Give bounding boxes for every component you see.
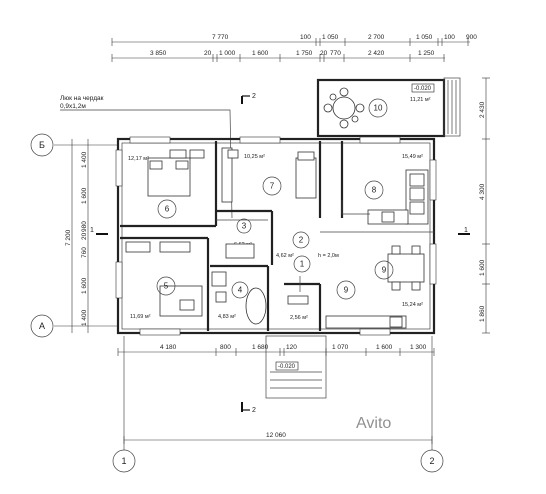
terrace-number: 10 xyxy=(374,104,383,113)
left-dim-3: 980 xyxy=(81,221,88,232)
bottom-dim-1: 4 180 xyxy=(160,344,177,351)
hatch-note-line1: Люк на чердак xyxy=(60,95,104,102)
height-label: h = 2,0м xyxy=(318,253,339,259)
room-marker-10 xyxy=(368,98,388,118)
axis-a-label: А xyxy=(39,321,45,331)
left-dim-1: 1 400 xyxy=(81,151,88,168)
top2-dim-3: 1 000 xyxy=(219,50,236,57)
top2-dim-8: 2 420 xyxy=(368,50,385,57)
top2-dim-7: 770 xyxy=(330,50,341,57)
room-9-area: 15,24 м² xyxy=(402,302,423,308)
room-9-marker: 9 xyxy=(344,286,349,295)
terrace-elevation: -0.020 xyxy=(414,86,432,92)
left-total: 7 200 xyxy=(65,229,72,246)
top2-dim-5: 1 750 xyxy=(296,50,313,57)
room-2-area: 4,62 м² xyxy=(276,253,294,259)
room-4: 4 4,83 м² xyxy=(211,271,267,325)
axis-2-label: 2 xyxy=(429,456,434,466)
section-mark-bottom-label: 2 xyxy=(252,407,256,414)
section-mark-bottom: 2 xyxy=(241,402,256,414)
axis-a-bubble xyxy=(30,314,54,338)
room-7-number: 7 xyxy=(270,182,275,191)
bottom-dim-6: 1 600 xyxy=(376,344,393,351)
axis-b-bubble xyxy=(30,133,54,157)
axis-1-bubble xyxy=(112,449,136,473)
top-dimension-lines: 7 770 100 1 050 2 700 1 050 100 900 3 85… xyxy=(111,34,477,62)
axis-b-label: Б xyxy=(39,140,45,150)
top2-dim-1: 3 850 xyxy=(150,50,167,57)
room-7: 7 10,25 м² xyxy=(221,147,317,203)
axis-2-bubble xyxy=(420,449,444,473)
right-dim-1: 2 430 xyxy=(479,101,486,118)
room-1: 1 2,56 м² xyxy=(287,255,311,321)
top-dim-7: 900 xyxy=(466,34,477,41)
room-6-number: 6 xyxy=(165,205,170,214)
room-8-number: 8 xyxy=(372,186,377,195)
porch-elevation: -0.020 xyxy=(278,364,296,370)
axis-1-label: 1 xyxy=(121,456,126,466)
total-width: 12 060 xyxy=(266,432,286,439)
left-dim-2: 1 600 xyxy=(81,187,88,204)
room-9-number: 9 xyxy=(382,266,387,275)
bottom-dim-3: 1 680 xyxy=(252,344,269,351)
porch: -0.020 xyxy=(265,335,327,399)
room-9: 9 9 15,24 м² xyxy=(325,245,425,329)
section-side-left: 1 xyxy=(90,227,94,234)
room-6-area: 12,17 м² xyxy=(128,156,149,162)
room-3: 3 6,62 м² xyxy=(216,218,268,259)
right-dim-2: 4 300 xyxy=(479,183,486,200)
top2-dim-2: 20 xyxy=(204,50,212,57)
left-dim-6: 1 600 xyxy=(81,277,88,294)
top-dim-1: 7 770 xyxy=(212,34,229,41)
bottom-dim-4: 120 xyxy=(286,344,297,351)
watermark: Avito xyxy=(356,415,391,432)
section-side-right: 1 xyxy=(464,227,468,234)
room-8: 8 15,49 м² xyxy=(341,154,429,225)
section-mark-top: 2 xyxy=(241,93,256,104)
right-dim-4: 1 860 xyxy=(479,305,486,322)
room-7-area: 10,25 м² xyxy=(244,154,265,160)
bottom-dim-2: 800 xyxy=(220,344,231,351)
room-3-number: 3 xyxy=(242,222,247,231)
left-dimension-lines: 1 400 1 600 980 20 760 1 600 1 400 7 200 xyxy=(65,139,89,333)
top-dim-2: 100 xyxy=(300,34,311,41)
room-8-area: 15,49 м² xyxy=(402,154,423,160)
right-dimension-lines: 2 430 4 300 1 600 1 860 xyxy=(479,77,490,334)
axis-bubbles: 1 2 Б А xyxy=(30,133,444,473)
right-dim-3: 1 600 xyxy=(479,259,486,276)
room-1-number: 1 xyxy=(300,260,305,269)
hatch-note-line2: 0,9х1,2м xyxy=(60,103,86,110)
terrace-area: 11,21 м² xyxy=(410,97,431,103)
room-1-area: 2,56 м² xyxy=(290,315,308,321)
section-side-marks: 1 1 xyxy=(90,227,470,235)
bottom-dim-7: 1 300 xyxy=(410,344,427,351)
top-dim-6: 100 xyxy=(444,34,455,41)
top2-dim-6: 20 xyxy=(320,50,328,57)
top2-dim-9: 1 250 xyxy=(418,50,435,57)
room-2: 2 4,62 м² h = 2,0м xyxy=(276,231,339,259)
room-5-area: 11,69 м² xyxy=(130,314,151,320)
windows xyxy=(115,136,437,336)
room-5-number: 5 xyxy=(164,282,169,291)
left-dim-7: 1 400 xyxy=(81,309,88,326)
terrace: 10 -0.020 11,21 м² xyxy=(316,77,461,138)
left-dim-4: 20 xyxy=(81,232,88,240)
top-dim-5: 1 050 xyxy=(416,34,433,41)
section-mark-top-label: 2 xyxy=(252,93,256,100)
top-dim-4: 2 700 xyxy=(368,34,385,41)
room-4-area: 4,83 м² xyxy=(218,314,236,320)
room-2-number: 2 xyxy=(299,236,304,245)
left-dim-5: 760 xyxy=(81,247,88,258)
top2-dim-4: 1 600 xyxy=(252,50,269,57)
room-6: 6 12,17 м² xyxy=(128,149,205,219)
room-4-number: 4 xyxy=(238,286,243,295)
top-dim-3: 1 050 xyxy=(322,34,339,41)
bottom-dim-5: 1 070 xyxy=(332,344,349,351)
room-5: 5 11,69 м² xyxy=(125,241,203,320)
